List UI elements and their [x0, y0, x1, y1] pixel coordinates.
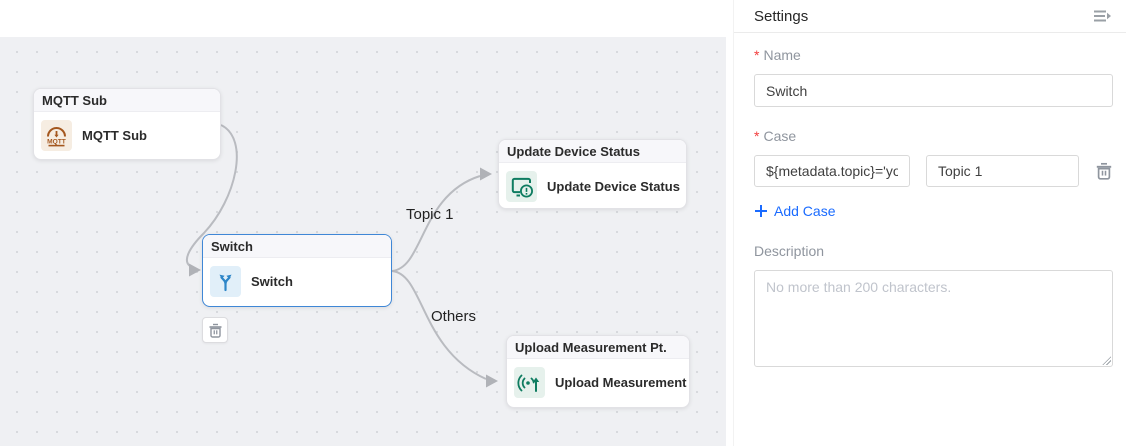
svg-text:MQTT: MQTT	[47, 139, 66, 146]
required-marker: *	[754, 47, 760, 63]
description-textarea[interactable]	[754, 270, 1113, 367]
settings-panel-header: Settings	[734, 0, 1126, 33]
node-switch[interactable]: Switch Switch	[202, 234, 392, 307]
collapse-panel-icon	[1094, 10, 1111, 22]
delete-case-button[interactable]	[1095, 162, 1113, 180]
flow-canvas[interactable]: Topic 1 Others MQTT Sub MQTT MQTT Sub	[0, 37, 726, 446]
description-field-label: Description	[754, 243, 825, 259]
upload-measurement-icon	[514, 367, 545, 398]
edge-label-others: Others	[431, 308, 477, 325]
node-title: Switch	[203, 235, 391, 258]
node-title: Upload Measurement Pt.	[507, 336, 689, 359]
node-title: Update Device Status	[499, 140, 686, 163]
trash-icon	[1096, 162, 1112, 180]
collapse-panel-button[interactable]	[1088, 4, 1116, 28]
node-label: Switch	[251, 274, 293, 289]
add-case-button[interactable]: Add Case	[754, 203, 835, 219]
node-label: Update Device Status	[547, 179, 680, 194]
name-field-label: *Name	[754, 47, 801, 63]
edge-switch-to-update[interactable]	[391, 167, 492, 272]
switch-branch-icon	[210, 266, 241, 297]
arrowhead-icon	[189, 263, 201, 277]
edge-switch-to-upload[interactable]	[391, 270, 498, 388]
mqtt-icon: MQTT	[41, 120, 72, 151]
case-name-input[interactable]	[926, 155, 1079, 187]
plus-icon	[755, 205, 767, 217]
settings-panel: Settings *Name *Case	[733, 0, 1126, 446]
case-condition-input[interactable]	[754, 155, 910, 187]
case-field-label: *Case	[754, 128, 797, 144]
node-label: MQTT Sub	[82, 128, 147, 143]
device-status-icon	[506, 171, 537, 202]
node-label: Upload Measurement Pt.	[555, 375, 689, 390]
node-upload-measurement-pt[interactable]: Upload Measurement Pt. Upload Measuremen…	[506, 335, 690, 408]
edge-label-topic1: Topic 1	[406, 206, 454, 223]
arrowhead-icon	[486, 374, 498, 388]
delete-node-button[interactable]	[202, 317, 228, 343]
case-row	[754, 155, 1113, 187]
name-input[interactable]	[754, 74, 1113, 107]
trash-icon	[209, 323, 221, 338]
panel-title: Settings	[754, 7, 809, 25]
required-marker: *	[754, 128, 760, 144]
arrowhead-icon	[480, 167, 492, 181]
node-update-device-status[interactable]: Update Device Status Update Device Statu…	[498, 139, 687, 209]
edge-layer	[185, 124, 498, 388]
add-case-label: Add Case	[774, 203, 836, 219]
edge-mqtt-to-switch[interactable]	[185, 124, 238, 277]
node-mqtt-sub[interactable]: MQTT Sub MQTT MQTT Sub	[33, 88, 221, 160]
node-title: MQTT Sub	[34, 89, 220, 112]
